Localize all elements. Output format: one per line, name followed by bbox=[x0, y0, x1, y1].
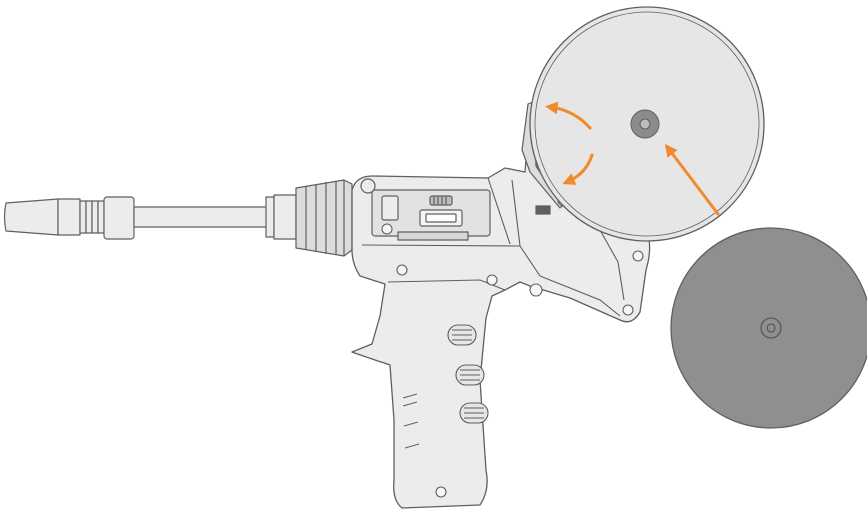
nozzle-collar bbox=[104, 197, 134, 239]
screw-1 bbox=[382, 224, 392, 234]
screw-5 bbox=[623, 305, 633, 315]
lever-latch bbox=[536, 206, 550, 214]
screw-2 bbox=[397, 265, 407, 275]
nozzle-ring-4 bbox=[92, 201, 98, 233]
knurled-nut bbox=[296, 180, 352, 256]
screw-3 bbox=[487, 275, 497, 285]
gun-neck-tube bbox=[134, 207, 269, 227]
mini-wheel bbox=[430, 196, 452, 205]
top-pivot bbox=[361, 179, 375, 193]
screw-6 bbox=[633, 251, 643, 261]
nozzle-ring-3 bbox=[86, 201, 92, 233]
neck-ferrule-2 bbox=[274, 195, 296, 239]
nozzle-ring-5 bbox=[98, 201, 104, 233]
nozzle-assembly bbox=[5, 195, 297, 239]
nozzle-ring-2 bbox=[80, 201, 86, 233]
grip-pad-3 bbox=[460, 403, 488, 423]
nozzle-ring-1 bbox=[58, 199, 80, 235]
latch-tab bbox=[382, 196, 398, 220]
grip-pad-1 bbox=[448, 325, 476, 345]
spool-mounted bbox=[530, 7, 764, 241]
neck-ferrule bbox=[266, 197, 274, 237]
grip-pad-2 bbox=[456, 365, 484, 385]
screw-4 bbox=[530, 284, 542, 296]
contact-tip bbox=[5, 199, 59, 235]
spool-replacement bbox=[671, 228, 867, 428]
screw-7 bbox=[436, 487, 446, 497]
